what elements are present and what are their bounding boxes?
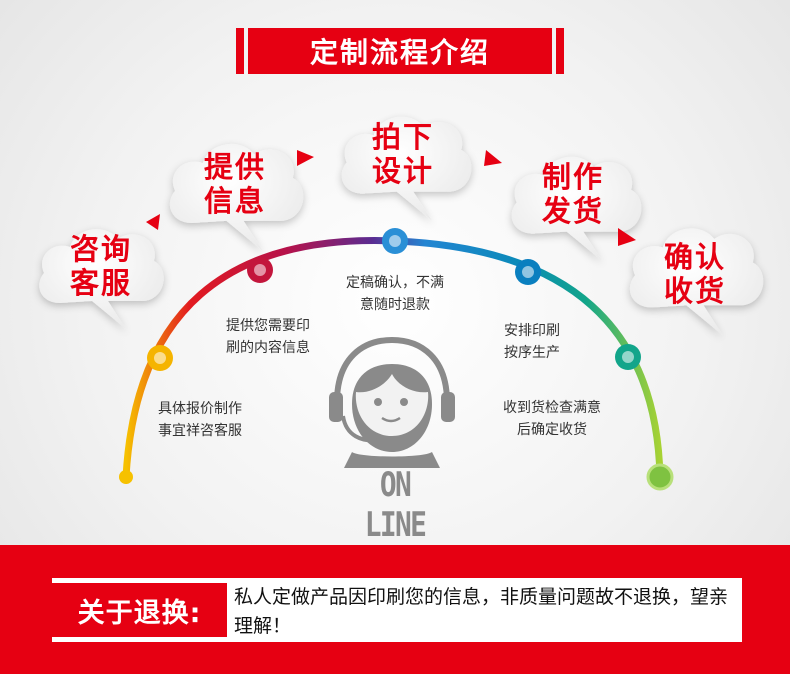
step-3-note: 定稿确认，不满意随时退款 [346,275,444,313]
arrow-icon [146,214,160,230]
arrow-icon [618,228,636,246]
headset-agent-icon [329,336,455,468]
step-2-label: 提供信息 [203,150,266,218]
step-4-label: 制作发货 [541,160,604,228]
arc-start-dot [119,470,133,484]
step-3-label: 拍下设计 [371,120,434,188]
step-2-dot-center [254,264,266,276]
step-5-dot-center [622,351,634,363]
step-4-dot-center [522,266,534,278]
arc-end-dot [646,463,674,491]
returns-label: 关于退换: [52,583,227,637]
step-3-dot-center [389,235,401,247]
step-2-note: 提供您需要印刷的内容信息 [226,318,310,356]
returns-text: 私人定做产品因印刷您的信息，非质量问题故不退换，望亲理解！ [234,586,729,637]
page-title: 定制流程介绍 [236,28,564,74]
arrow-icon [484,150,502,166]
step-1-dot-center [154,352,166,364]
step-5-note: 收到货检查满意后确定收货 [503,400,601,438]
step-1-label: 咨询客服 [69,232,132,300]
online-badge-text: ON LINE [364,465,427,545]
step-5-label: 确认收货 [663,240,726,308]
step-1-note: 具体报价制作事宜祥咨客服 [158,401,242,439]
step-4-note: 安排印刷按序生产 [504,323,560,361]
arrow-icon [297,150,314,166]
